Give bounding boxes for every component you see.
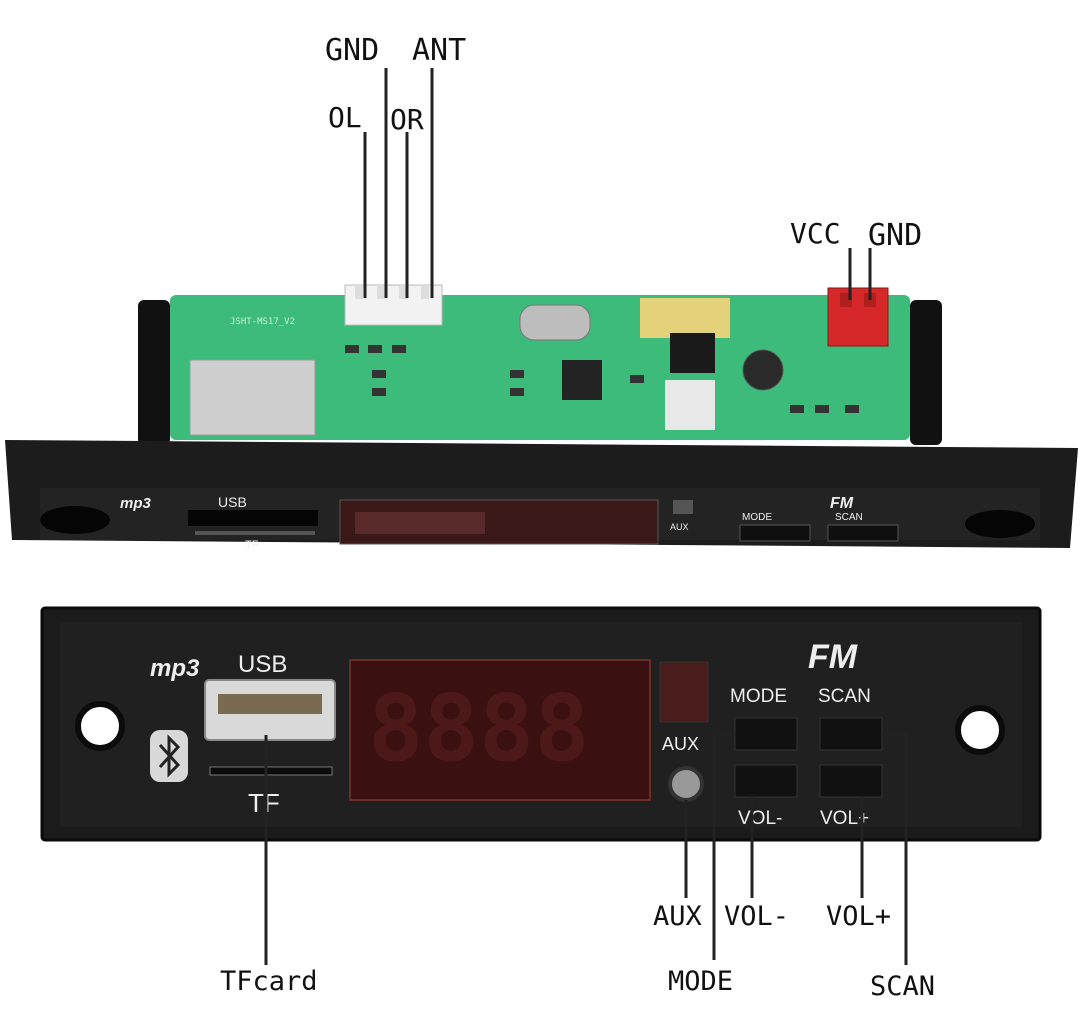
main-chip <box>562 360 602 400</box>
callout-ol: OL <box>328 101 362 134</box>
front-mode-button <box>734 717 798 751</box>
top-scan-button <box>827 524 899 542</box>
bluetooth-icon <box>150 730 188 782</box>
front-aux-label: AUX <box>662 734 699 754</box>
front-tf-label: TF <box>248 788 280 818</box>
pin <box>377 285 385 299</box>
pcb-silkscreen-label: JSHT-MS17_V2 <box>230 317 295 327</box>
front-tf-slot <box>209 766 333 776</box>
leader-lines <box>264 68 908 965</box>
bt-antenna <box>640 298 730 338</box>
mount-hole-right <box>965 510 1035 538</box>
callout-labels: GND ANT OL OR VCC GND TFcard AUX VOL- VO… <box>220 33 935 1002</box>
mount-post-left <box>138 300 170 445</box>
front-mount-hole-left <box>75 701 125 751</box>
callout-tfcard: TFcard <box>220 966 318 997</box>
front-display <box>349 659 651 801</box>
usb-shell <box>189 359 316 436</box>
front-mount-hole-right <box>955 705 1005 755</box>
top-tf-slot <box>195 531 315 535</box>
front-vol-minus-label: VOL- <box>738 808 782 829</box>
top-tf-label: TF <box>245 539 259 551</box>
front-fm-label: FM <box>808 638 858 676</box>
ir-receiver <box>670 333 715 373</box>
top-usb-label: USB <box>218 494 247 510</box>
mount-hole-left <box>40 506 110 534</box>
front-vol-plus-label: VOL+ <box>820 808 869 829</box>
power-connector <box>827 287 889 347</box>
front-ir-window <box>659 661 709 723</box>
callout-scan: SCAN <box>870 971 935 1002</box>
front-aux-jack <box>668 766 704 802</box>
pin <box>355 285 363 299</box>
callout-gnd-top: GND <box>325 33 379 68</box>
top-usb-slot <box>188 510 318 526</box>
front-mode-label: MODE <box>730 686 787 707</box>
capacitor <box>742 349 784 391</box>
callout-gnd-power: GND <box>868 218 922 253</box>
smd-parts <box>345 345 859 413</box>
callout-mode: MODE <box>668 966 733 997</box>
top-scan-label: SCAN <box>835 512 863 523</box>
callout-vcc: VCC <box>790 217 841 250</box>
top-aux-label: AUX <box>670 522 689 532</box>
pin <box>421 285 429 299</box>
component-pad <box>665 380 715 430</box>
top-display-reflection <box>355 512 485 534</box>
front-display-digits: 8888 <box>368 675 590 782</box>
front-scan-button <box>819 717 883 751</box>
callout-vol-minus: VOL- <box>724 901 789 932</box>
callout-aux: AUX <box>653 901 702 932</box>
crystal <box>519 304 591 341</box>
top-mode-label: MODE <box>742 512 772 523</box>
top-aux-button <box>673 500 693 514</box>
usb-port-insert <box>218 694 322 714</box>
callout-or: OR <box>390 103 424 136</box>
callout-vol-plus: VOL+ <box>826 901 891 932</box>
front-brand: mp3 <box>150 655 200 682</box>
top-display <box>339 499 659 545</box>
pin <box>399 285 407 299</box>
mount-post-right <box>910 300 942 445</box>
top-mode-button <box>739 524 811 542</box>
front-panel: mp3 USB TF 8888 AUX MODE SCAN VOL- VOL+ … <box>40 606 1042 842</box>
front-usb-label: USB <box>238 651 287 678</box>
front-scan-label: SCAN <box>818 686 871 707</box>
top-module: JSHT-MS17_V2 <box>5 284 1078 551</box>
top-brand: mp3 <box>120 495 152 512</box>
front-vol-minus-button <box>734 764 798 798</box>
front-vol-plus-button <box>819 764 883 798</box>
top-fm-label: FM <box>830 495 854 512</box>
callout-ant: ANT <box>412 33 466 68</box>
